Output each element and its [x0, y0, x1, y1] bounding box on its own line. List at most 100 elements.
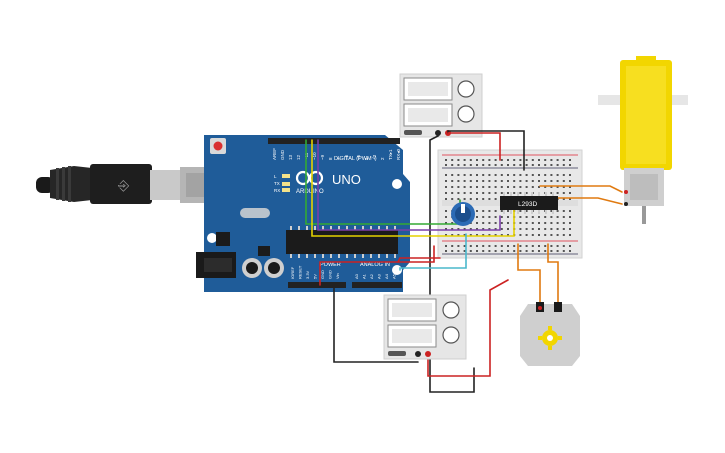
- breadboard-hole[interactable]: [482, 192, 485, 194]
- breadboard-hole[interactable]: [569, 216, 571, 218]
- breadboard-hole[interactable]: [531, 216, 534, 218]
- breadboard-hole[interactable]: [457, 198, 460, 200]
- breadboard-hole[interactable]: [500, 245, 503, 247]
- breadboard-hole[interactable]: [488, 192, 491, 194]
- breadboard-hole[interactable]: [513, 180, 516, 182]
- breadboard-hole[interactable]: [476, 192, 478, 194]
- breadboard-hole[interactable]: [457, 159, 460, 161]
- wire-black[interactable]: [429, 132, 475, 393]
- breadboard-hole[interactable]: [525, 192, 528, 194]
- breadboard-hole[interactable]: [569, 180, 571, 182]
- breadboard-hole[interactable]: [469, 192, 472, 194]
- wire-red[interactable]: [319, 245, 435, 286]
- breadboard-hole[interactable]: [519, 164, 522, 166]
- breadboard-hole[interactable]: [494, 250, 497, 252]
- breadboard-hole[interactable]: [469, 174, 472, 176]
- breadboard-hole[interactable]: [500, 216, 503, 218]
- breadboard-hole[interactable]: [482, 164, 485, 166]
- breadboard-hole[interactable]: [463, 245, 466, 247]
- breadboard-hole[interactable]: [562, 222, 565, 224]
- breadboard-hole[interactable]: [519, 180, 522, 182]
- breadboard-hole[interactable]: [519, 234, 522, 236]
- breadboard-hole[interactable]: [500, 210, 503, 212]
- breadboard-hole[interactable]: [469, 250, 472, 252]
- breadboard-hole[interactable]: [538, 164, 540, 166]
- breadboard-hole[interactable]: [562, 180, 565, 182]
- breadboard-hole[interactable]: [494, 192, 497, 194]
- breadboard-hole[interactable]: [482, 186, 485, 188]
- breadboard-hole[interactable]: [463, 234, 466, 236]
- breadboard-hole[interactable]: [476, 245, 478, 247]
- breadboard-hole[interactable]: [488, 159, 491, 161]
- breadboard-hole[interactable]: [550, 210, 553, 212]
- breadboard-hole[interactable]: [531, 234, 534, 236]
- analog-pin-header[interactable]: [352, 282, 402, 288]
- breadboard-hole[interactable]: [482, 245, 485, 247]
- breadboard-hole[interactable]: [488, 174, 491, 176]
- breadboard-hole[interactable]: [494, 180, 497, 182]
- wire-red[interactable]: [427, 279, 509, 377]
- breadboard-hole[interactable]: [469, 228, 472, 230]
- breadboard-hole[interactable]: [507, 250, 509, 252]
- breadboard-hole[interactable]: [531, 159, 534, 161]
- breadboard-hole[interactable]: [469, 245, 472, 247]
- breadboard-hole[interactable]: [513, 245, 516, 247]
- breadboard-hole[interactable]: [544, 250, 547, 252]
- breadboard-hole[interactable]: [507, 234, 509, 236]
- breadboard-hole[interactable]: [544, 186, 547, 188]
- breadboard-hole[interactable]: [507, 228, 509, 230]
- breadboard-hole[interactable]: [457, 250, 460, 252]
- breadboard-hole[interactable]: [494, 174, 497, 176]
- breadboard-hole[interactable]: [507, 174, 509, 176]
- breadboard-hole[interactable]: [445, 222, 447, 224]
- breadboard-hole[interactable]: [562, 186, 565, 188]
- breadboard-hole[interactable]: [488, 180, 491, 182]
- breadboard-hole[interactable]: [538, 186, 540, 188]
- wire-purple[interactable]: [317, 139, 501, 231]
- power-switch[interactable]: [388, 351, 406, 356]
- breadboard-hole[interactable]: [500, 222, 503, 224]
- breadboard-hole[interactable]: [538, 250, 540, 252]
- current-knob[interactable]: [457, 105, 475, 123]
- breadboard-hole[interactable]: [544, 228, 547, 230]
- breadboard-hole[interactable]: [531, 174, 534, 176]
- breadboard-hole[interactable]: [494, 216, 497, 218]
- breadboard-hole[interactable]: [451, 180, 454, 182]
- breadboard-hole[interactable]: [488, 198, 491, 200]
- breadboard-hole[interactable]: [507, 180, 509, 182]
- breadboard-hole[interactable]: [451, 159, 454, 161]
- breadboard-hole[interactable]: [463, 186, 466, 188]
- breadboard-hole[interactable]: [457, 164, 460, 166]
- breadboard-hole[interactable]: [544, 234, 547, 236]
- breadboard-hole[interactable]: [556, 159, 559, 161]
- breadboard-hole[interactable]: [525, 234, 528, 236]
- breadboard-hole[interactable]: [451, 234, 454, 236]
- breadboard-hole[interactable]: [482, 250, 485, 252]
- breadboard-hole[interactable]: [507, 159, 509, 161]
- breadboard-hole[interactable]: [519, 216, 522, 218]
- breadboard-hole[interactable]: [569, 198, 571, 200]
- breadboard-hole[interactable]: [544, 222, 547, 224]
- breadboard-hole[interactable]: [531, 186, 534, 188]
- breadboard-hole[interactable]: [507, 216, 509, 218]
- breadboard-hole[interactable]: [463, 198, 466, 200]
- breadboard-hole[interactable]: [482, 210, 485, 212]
- breadboard-hole[interactable]: [463, 192, 466, 194]
- breadboard-hole[interactable]: [500, 192, 503, 194]
- breadboard-hole[interactable]: [525, 174, 528, 176]
- breadboard-hole[interactable]: [556, 174, 559, 176]
- breadboard-hole[interactable]: [476, 234, 478, 236]
- breadboard-hole[interactable]: [451, 250, 454, 252]
- breadboard-hole[interactable]: [550, 228, 553, 230]
- breadboard-hole[interactable]: [445, 210, 447, 212]
- voltage-knob[interactable]: [442, 301, 460, 319]
- breadboard-hole[interactable]: [445, 234, 447, 236]
- breadboard-hole[interactable]: [556, 216, 559, 218]
- breadboard-hole[interactable]: [451, 192, 454, 194]
- breadboard-hole[interactable]: [494, 222, 497, 224]
- breadboard-hole[interactable]: [550, 192, 553, 194]
- digital-pin-header[interactable]: [268, 138, 400, 144]
- breadboard-hole[interactable]: [519, 210, 522, 212]
- breadboard-hole[interactable]: [525, 250, 528, 252]
